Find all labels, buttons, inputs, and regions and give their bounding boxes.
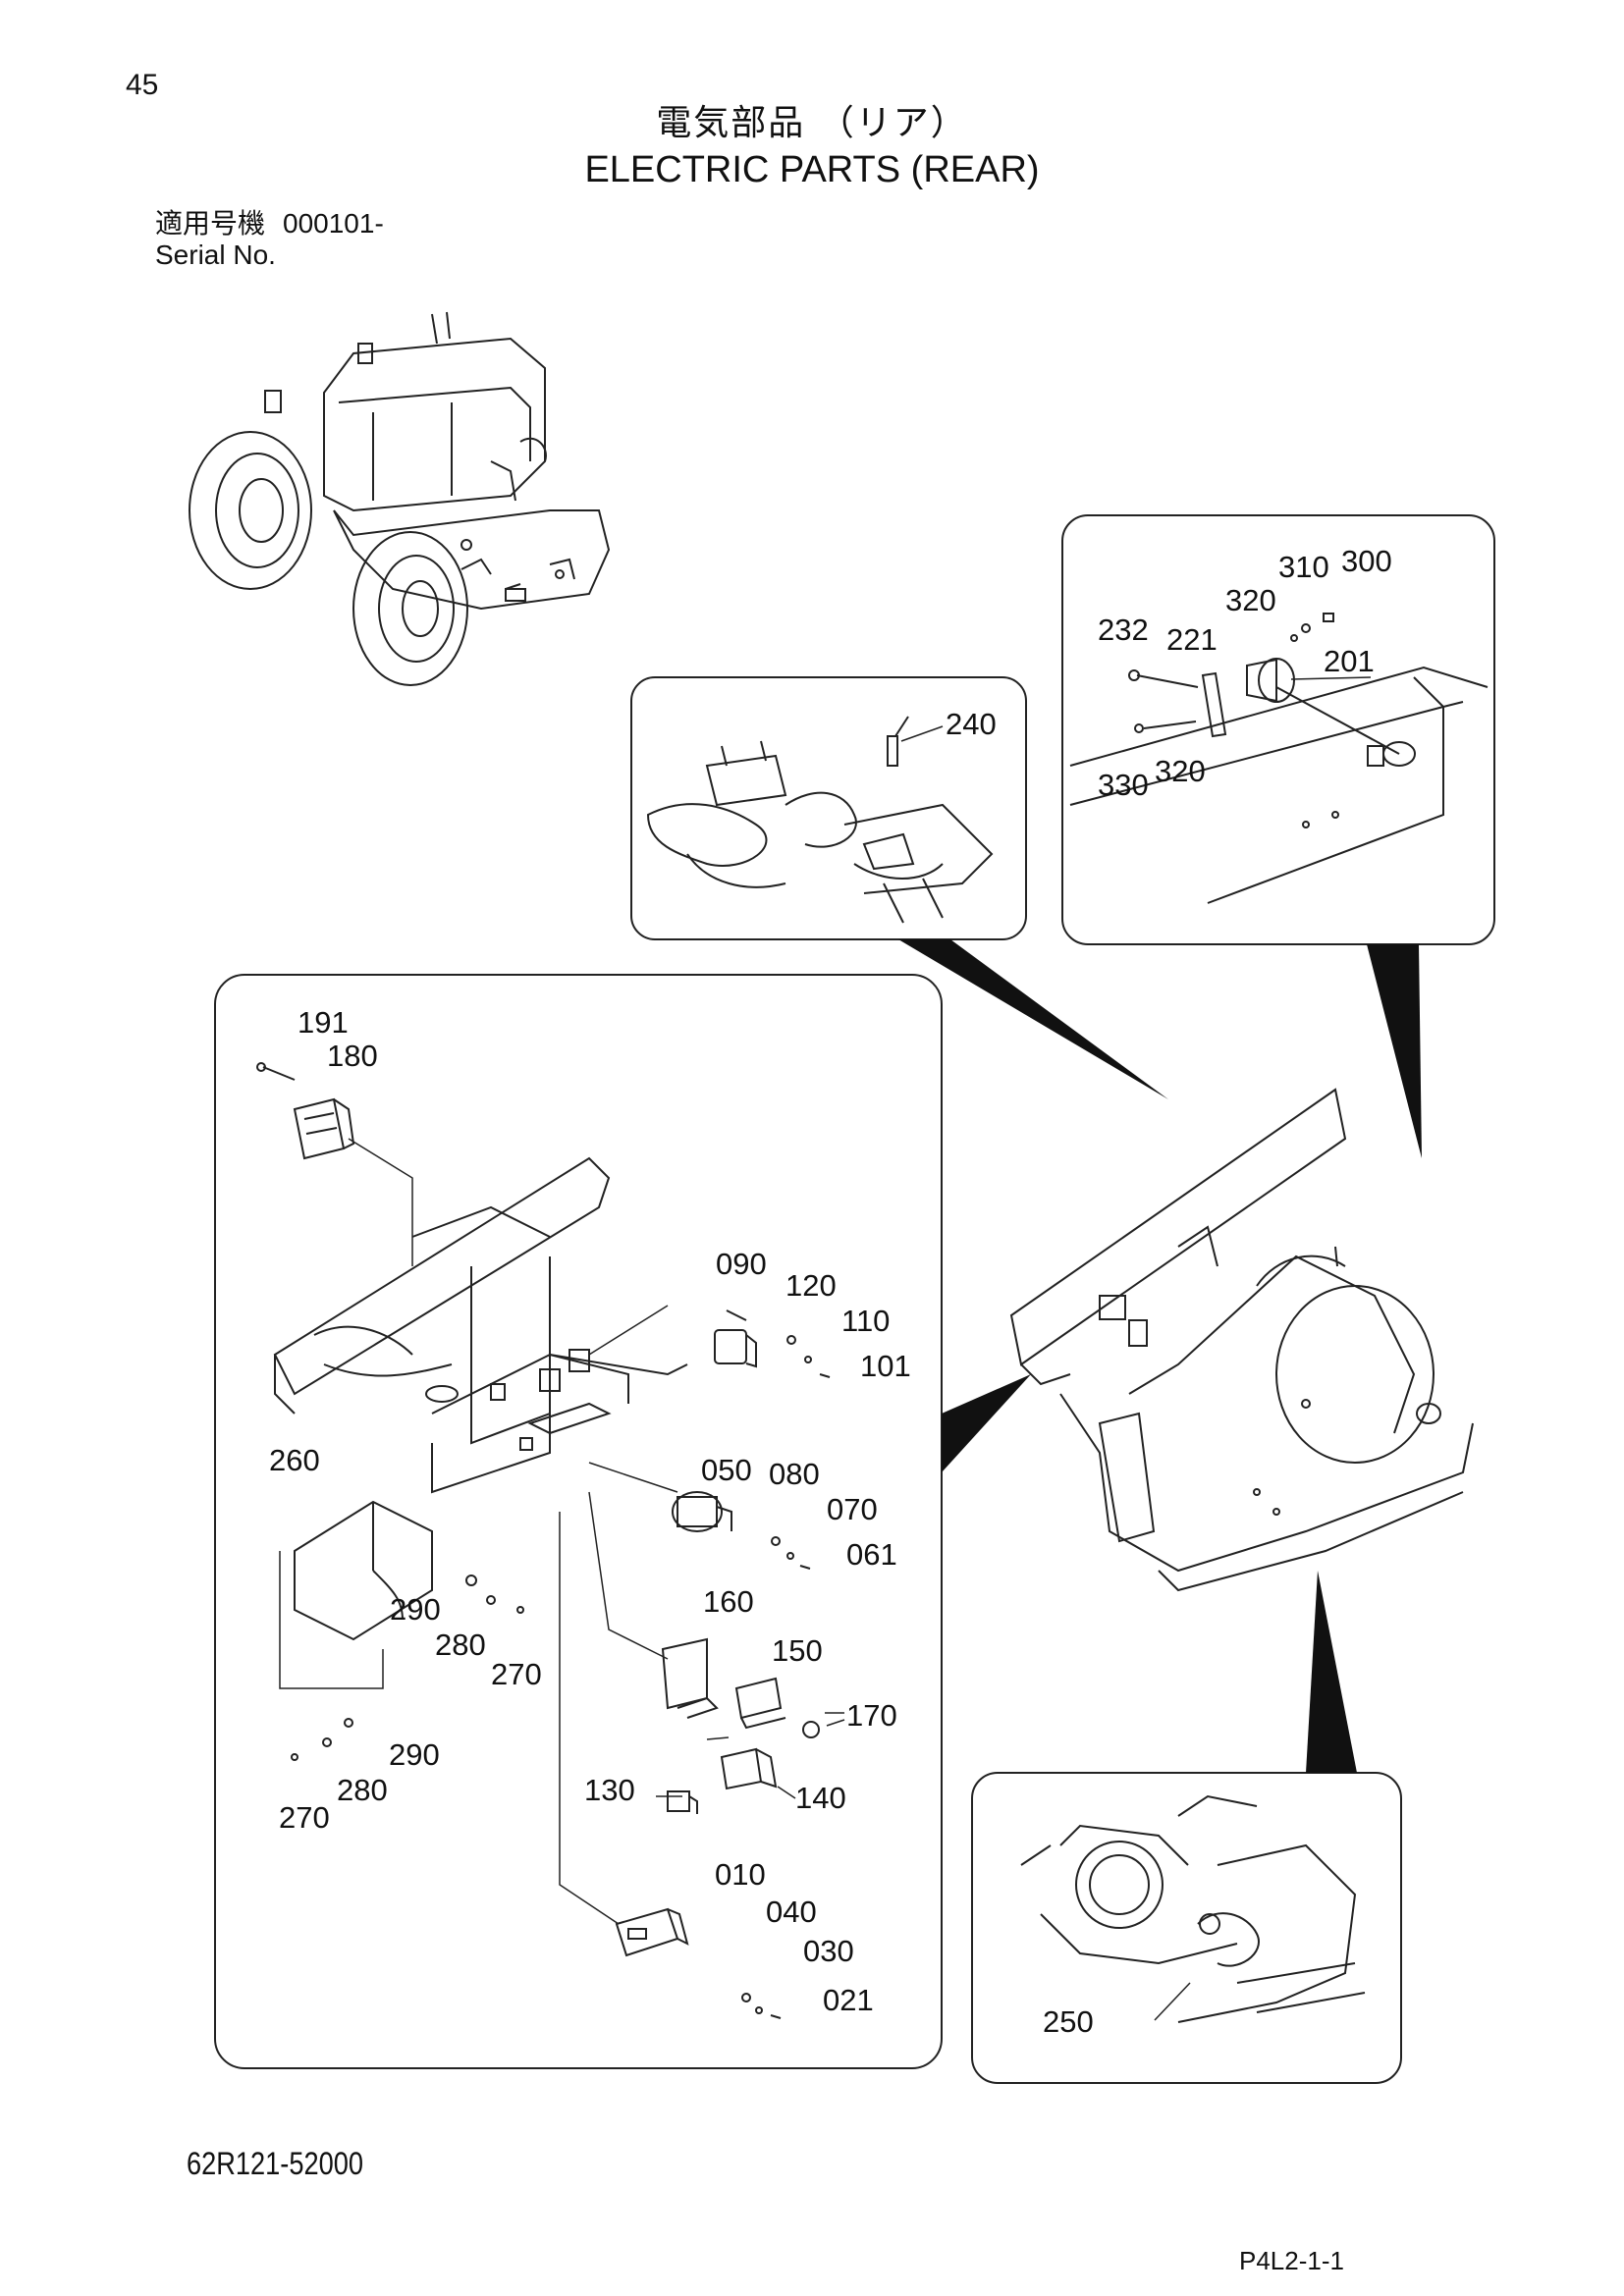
callout-main-10: 260 <box>269 1443 320 1477</box>
callout-tr-0: 310 <box>1278 550 1329 584</box>
callout-main-0: 191 <box>298 1005 349 1040</box>
sensor-panel-240 <box>630 676 1027 940</box>
connector-180 <box>256 1062 355 1160</box>
leader-180 <box>348 1138 413 1266</box>
leader-090 <box>588 1305 669 1356</box>
callout-main-8: 070 <box>827 1492 878 1526</box>
callout-main-24: 030 <box>803 1934 854 1968</box>
pointer-wedge-bottom-right <box>1306 1571 1357 1773</box>
relay-050 <box>672 1491 811 1570</box>
callout-main-16: 170 <box>846 1698 897 1733</box>
pointer-wedge-middle <box>898 939 1168 1099</box>
callout-main-22: 010 <box>715 1857 766 1892</box>
callout-tr-4: 221 <box>1166 622 1218 657</box>
callout-main-15: 150 <box>772 1633 823 1668</box>
callout-main-14: 160 <box>703 1584 754 1619</box>
leader-050 <box>588 1462 678 1493</box>
pointer-wedge-main <box>942 1374 1031 1472</box>
callout-main-9: 061 <box>846 1537 897 1572</box>
callout-main-11: 290 <box>390 1592 441 1627</box>
callout-main-5: 101 <box>860 1349 911 1383</box>
callout-main-4: 110 <box>841 1304 890 1338</box>
document-number: 62R121-52000 <box>187 2146 363 2181</box>
callout-main-7: 080 <box>769 1457 820 1491</box>
page-number: 45 <box>126 69 159 101</box>
rear-frame-overview <box>1009 1088 1474 1592</box>
callout-mid-0: 240 <box>946 707 997 741</box>
callout-main-23: 040 <box>766 1895 817 1929</box>
callout-tr-7: 320 <box>1155 754 1206 788</box>
serial-label-jp-text: 適用号機 <box>155 207 266 240</box>
page-code: P4L2-1-1 <box>1239 2246 1344 2275</box>
frame-bracket-main <box>273 1156 688 1494</box>
callout-tr-6: 330 <box>1098 768 1149 802</box>
callout-main-1: 180 <box>327 1039 378 1073</box>
callout-main-25: 021 <box>823 1983 874 2017</box>
callout-br-0: 250 <box>1043 2004 1094 2039</box>
callout-main-3: 120 <box>785 1268 837 1303</box>
callout-main-21: 140 <box>795 1781 846 1815</box>
main-components-panel <box>214 974 943 2069</box>
serial-label-japanese: 適用号機 000101- <box>155 202 384 241</box>
serial-value: 000101- <box>283 208 384 239</box>
top-right-panel <box>1061 514 1495 945</box>
cover-260 <box>291 1500 524 1761</box>
leader-010 <box>559 1512 620 1925</box>
callout-main-19: 270 <box>279 1800 330 1835</box>
callout-main-17: 290 <box>389 1737 440 1772</box>
callouts-main: 191 180 090 120 110 101 050 080 070 061 … <box>269 1005 911 2017</box>
frame-detail-top-right <box>1069 613 1489 904</box>
connector-130-140 <box>667 1747 778 1814</box>
engine-detail-240 <box>646 716 994 924</box>
callouts-bottom-right: 250 <box>1043 2004 1094 2039</box>
callout-main-2: 090 <box>716 1247 767 1281</box>
callouts-top-right: 310 300 320 232 221 201 330 320 <box>1098 544 1392 802</box>
serial-label-english: Serial No. <box>155 240 276 270</box>
callout-main-18: 280 <box>337 1773 388 1807</box>
callout-main-13: 270 <box>491 1657 542 1691</box>
leader-160 <box>588 1491 669 1660</box>
pointer-wedge-top-right <box>1367 944 1422 1158</box>
title-japanese: 電気部品 （リア） <box>656 103 968 143</box>
callout-tr-5: 201 <box>1324 644 1375 678</box>
callout-main-6: 050 <box>701 1453 752 1487</box>
callouts-middle: 240 <box>946 707 997 741</box>
bracket-160-150 <box>661 1637 820 1738</box>
sensor-panel-250 <box>971 1772 1402 2084</box>
callout-tr-2: 320 <box>1225 583 1276 617</box>
title-english: ELECTRIC PARTS (REAR) <box>584 149 1040 190</box>
callout-leaders <box>656 676 1372 2021</box>
relay-090 <box>714 1309 831 1378</box>
controller-010 <box>615 1907 782 2019</box>
engine-detail-250 <box>1020 1794 1366 2023</box>
callout-tr-3: 232 <box>1098 613 1149 647</box>
callout-main-12: 280 <box>435 1628 486 1662</box>
pointer-wedges <box>898 939 1422 1773</box>
callout-tr-1: 300 <box>1341 544 1392 578</box>
leader-260 <box>279 1551 384 1689</box>
callout-main-20: 130 <box>584 1773 635 1807</box>
machine-overview-illustration <box>189 311 611 686</box>
